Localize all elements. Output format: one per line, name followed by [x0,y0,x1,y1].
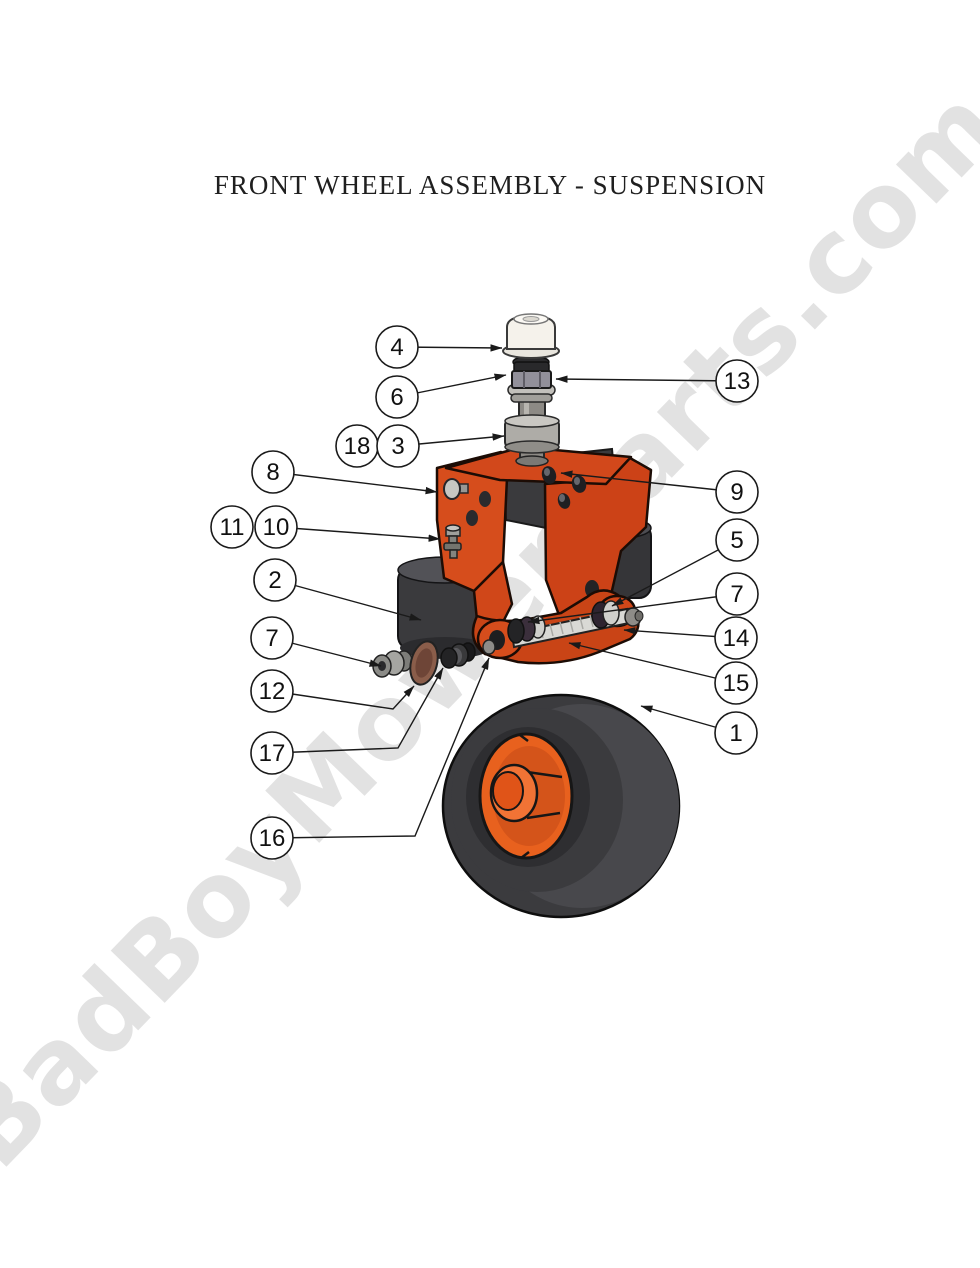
callout-number-17: 17 [259,740,286,767]
callout-10[interactable]: 10 [254,505,298,549]
callout-circle-15[interactable] [714,661,758,705]
callout-circle-14[interactable] [714,616,758,660]
leader-line-7 [527,593,738,625]
callout-number-8: 8 [266,459,279,486]
spindle-nut [511,355,552,389]
dust-cap [502,313,560,359]
small-bushing [440,642,476,669]
callout-circle-6[interactable] [375,375,419,419]
leader-line-5 [611,539,738,607]
callout-circle-11[interactable] [210,505,254,549]
leader-line-15 [568,642,737,684]
callout-6[interactable]: 6 [375,375,419,419]
callout-layer: 4 6 13 18 3 8 9 11 10 5 2 7 7 14 12 15 17 1 16 [210,325,759,860]
callout-13[interactable]: 13 [715,359,759,403]
page-title: FRONT WHEEL ASSEMBLY - SUSPENSION [213,170,767,200]
thrust-washer [409,640,439,686]
callout-circle-16[interactable] [250,816,294,860]
callout-15[interactable]: 15 [714,661,758,705]
callout-9[interactable]: 9 [715,470,759,514]
callout-number-15: 15 [723,670,750,697]
leader-line-9 [560,470,738,493]
callout-circle-8[interactable] [251,450,295,494]
axle-washer [602,600,620,626]
leader-line-2 [274,579,422,621]
leader-line-12 [271,685,415,710]
callout-7[interactable]: 7 [250,616,294,660]
axle-bolt-assembly [507,600,644,649]
lower-bearing-collar [504,414,560,454]
bolt-heads-top [541,466,587,509]
leader-line-8 [272,471,438,495]
callout-3[interactable]: 3 [376,424,420,468]
callout-number-9: 9 [730,479,743,506]
callout-number-12: 12 [259,678,286,705]
callout-circle-1[interactable] [714,711,758,755]
bushing-stack [372,650,413,678]
callout-circle-3[interactable] [376,424,420,468]
callout-1[interactable]: 1 [714,711,758,755]
callout-number-5: 5 [730,527,743,554]
callout-17[interactable]: 17 [250,731,294,775]
leader-line-16 [271,657,490,839]
mount-button [443,478,469,500]
callout-circle-2[interactable] [253,558,297,602]
callout-7[interactable]: 7 [715,572,759,616]
callout-number-3: 3 [391,433,404,460]
callout-12[interactable]: 12 [250,669,294,713]
callout-number-7: 7 [730,581,743,608]
callout-number-6: 6 [390,384,403,411]
callout-circle-5[interactable] [715,518,759,562]
callout-circle-7[interactable] [715,572,759,616]
bolt-hole [466,510,478,526]
callout-circle-13[interactable] [715,359,759,403]
callout-4[interactable]: 4 [375,325,419,369]
callout-number-16: 16 [259,825,286,852]
callout-circle-17[interactable] [250,731,294,775]
bolt-hole [479,491,491,507]
callout-number-18: 18 [344,433,371,460]
leader-line-13 [555,375,738,383]
grease-zerk [443,524,462,559]
callout-number-14: 14 [723,625,750,652]
callout-circle-4[interactable] [375,325,419,369]
callout-5[interactable]: 5 [715,518,759,562]
wheel-hub [478,732,574,860]
callout-number-2: 2 [268,567,281,594]
callout-18[interactable]: 18 [335,424,379,468]
callout-11[interactable]: 11 [210,505,254,549]
callout-number-13: 13 [724,368,751,395]
leader-line-17 [271,667,444,754]
callout-16[interactable]: 16 [250,816,294,860]
callout-circle-9[interactable] [715,470,759,514]
callout-8[interactable]: 8 [251,450,295,494]
callout-number-4: 4 [390,334,403,361]
callout-number-10: 10 [263,514,290,541]
callout-circle-7[interactable] [250,616,294,660]
axle-spacer [507,618,525,644]
callout-14[interactable]: 14 [714,616,758,660]
callout-circle-10[interactable] [254,505,298,549]
callout-circle-12[interactable] [250,669,294,713]
callout-number-1: 1 [729,720,742,747]
callout-number-11: 11 [220,514,245,541]
leader-line-10 [275,526,441,542]
callout-2[interactable]: 2 [253,558,297,602]
callout-number-7: 7 [265,625,278,652]
axle-nut-tip [634,610,644,622]
